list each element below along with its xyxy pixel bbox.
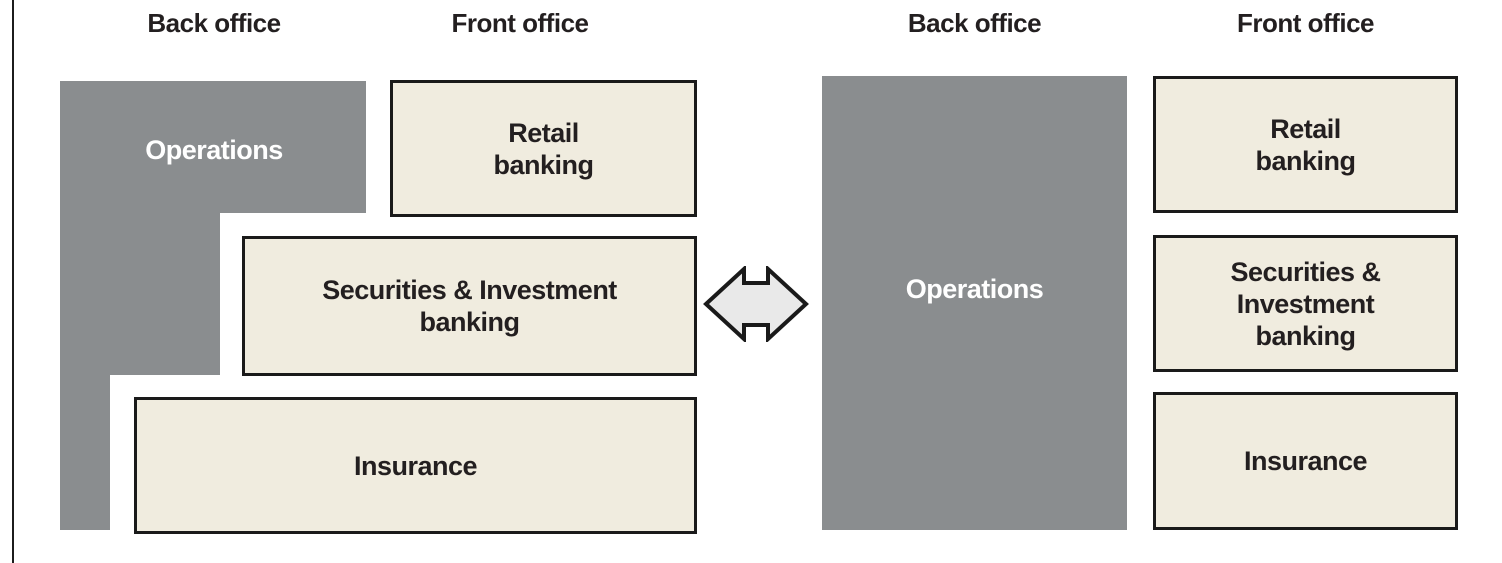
right-securities-label-line2: Investment [1236, 288, 1375, 319]
left-operations-label: Operations [145, 135, 283, 165]
left-securities-investment-banking-box: Securities & Investment banking [242, 236, 697, 376]
right-operations-block: Operations [822, 76, 1127, 530]
left-back-office-header: Back office [147, 8, 281, 38]
left-securities-label-line1: Securities & Investment [322, 275, 617, 305]
left-insurance-box: Insurance [134, 397, 697, 534]
left-front-office-header: Front office [451, 8, 590, 38]
right-securities-label-line3: banking [1255, 320, 1356, 351]
left-retail-banking-box: Retail banking [390, 80, 697, 217]
figure-left-border [12, 0, 14, 563]
left-insurance-label: Insurance [353, 450, 478, 481]
right-insurance-box: Insurance [1153, 392, 1458, 530]
right-operations-label: Operations [905, 273, 1044, 304]
left-operations-staircase-shape [60, 81, 366, 530]
left-securities-label-line2: banking [419, 307, 520, 337]
right-retail-banking-label-line1: Retail [1270, 113, 1341, 144]
right-securities-label-line1: Securities & [1230, 256, 1381, 287]
left-retail-banking-label-line1: Retail [508, 117, 579, 148]
right-front-office-header: Front office [1237, 8, 1375, 38]
left-retail-banking-label-line2: banking [493, 149, 594, 180]
right-retail-banking-box: Retail banking [1153, 76, 1458, 213]
right-insurance-label: Insurance [1243, 446, 1368, 476]
right-securities-investment-banking-box: Securities & Investment banking [1153, 235, 1458, 372]
double-arrow-icon [703, 266, 809, 342]
right-retail-banking-label-line2: banking [1255, 145, 1356, 176]
right-back-office-header: Back office [907, 8, 1042, 38]
